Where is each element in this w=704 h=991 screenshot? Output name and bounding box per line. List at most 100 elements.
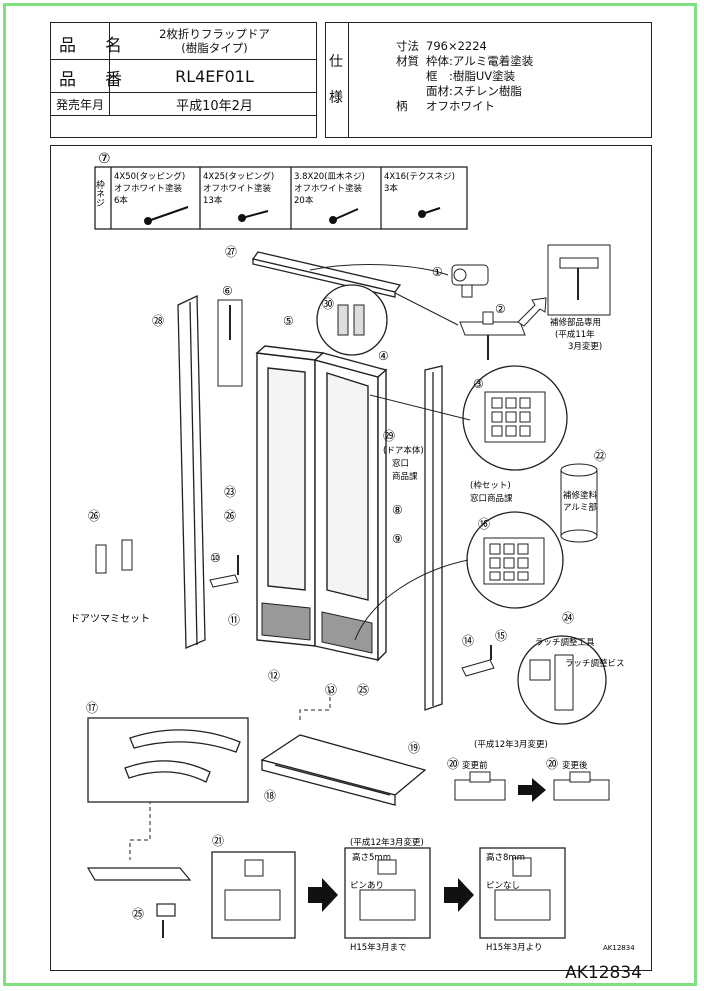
product-number-label: 品 番 xyxy=(59,70,128,90)
latch-screw-label: ラッチ調整ビス xyxy=(565,658,625,669)
screw-2-line3: 13本 xyxy=(203,195,223,206)
bottom-rail xyxy=(260,734,427,806)
part-number: ⑧ xyxy=(392,503,403,517)
small-code-label: AK12834 xyxy=(603,944,635,952)
part-number: ㉑ xyxy=(212,834,224,848)
part-number: ③ xyxy=(473,377,484,391)
screw-1-line3: 6本 xyxy=(114,195,128,206)
part-number: ⑥ xyxy=(222,284,233,298)
product-name-line2: (樹脂タイプ) xyxy=(181,41,248,55)
part-number: ⑩ xyxy=(210,551,221,565)
from-h15-label: H15年3月より xyxy=(486,942,542,953)
product-name-line1: 2枚折りフラップドア xyxy=(159,27,270,41)
part-number: ㉚ xyxy=(322,297,334,311)
screw-2-line2: オフホワイト塗装 xyxy=(203,183,272,194)
door-panels xyxy=(255,345,388,662)
detail-circle-30 xyxy=(316,284,388,356)
frame-set-window: 窓口商品課 xyxy=(470,493,513,504)
leader-lines xyxy=(129,264,471,860)
height-5mm-label: 高さ5mm xyxy=(352,852,391,863)
screw-number: ⑦ xyxy=(98,151,111,167)
part-number: ⑱ xyxy=(264,789,276,803)
screw-1-line1: 4X50(タッピング) xyxy=(114,171,185,182)
screw-side-label: 枠ネジ xyxy=(94,179,105,207)
repair-note-3: 3月変更) xyxy=(568,341,602,352)
part-number: ⑰ xyxy=(86,701,98,715)
repair-note-2: (平成11年 xyxy=(555,329,595,340)
knob-set-drawing xyxy=(95,539,133,574)
before-label: 変更前 xyxy=(462,760,488,771)
guide-after xyxy=(553,771,610,801)
paint-can xyxy=(560,463,598,543)
product-info-table: 品 名 2枚折りフラップドア (樹脂タイプ) 品 番 RL4EF01L 発売年月… xyxy=(50,22,317,138)
change-arrow xyxy=(518,778,546,802)
part-number: ④ xyxy=(378,349,389,363)
change-h12b-label: (平成12年3月変更) xyxy=(350,837,424,848)
page-border xyxy=(3,3,697,986)
repair-note-1: 補修部品専用 xyxy=(550,317,601,328)
door-louvers xyxy=(261,602,373,654)
spec-label-2: 様 xyxy=(329,90,349,106)
screw-4-line2: 3本 xyxy=(384,183,398,194)
screw-table xyxy=(94,166,468,230)
part-number: ⑯ xyxy=(478,517,490,531)
frame-set-label: (枠セット) xyxy=(470,480,511,491)
part-number: ㉒ xyxy=(594,449,606,463)
part-number: ㉔ xyxy=(562,611,574,625)
until-h15-label: H15年3月まで xyxy=(350,942,407,953)
part-number: ⑳ xyxy=(447,757,459,771)
part-number: ㉕ xyxy=(132,907,144,921)
part-number: ㉖ xyxy=(224,509,236,523)
product-name-value: 2枚折りフラップドア (樹脂タイプ) xyxy=(111,23,318,59)
part-number: ㉗ xyxy=(225,245,237,259)
part-number: ⑮ xyxy=(495,629,507,643)
door-body-label: (ドア本体) xyxy=(383,445,424,456)
change-h12-label: (平成12年3月変更) xyxy=(474,739,548,750)
spec-row: 材質枠体:アルミ電着塗装 xyxy=(396,54,534,68)
part-number: ⑭ xyxy=(462,634,474,648)
part-number: ㉙ xyxy=(383,429,395,443)
footer-code: AK12834 xyxy=(565,963,642,983)
release-value: 平成10年2月 xyxy=(176,98,253,114)
pin-yes-label: ピンあり xyxy=(350,881,384,891)
paint-label-2: アルミ部 xyxy=(563,502,597,513)
knob-set-label: ドアツマミセット xyxy=(70,613,150,625)
spec-row: 面材:スチレン樹脂 xyxy=(426,84,522,98)
part-number: ⑤ xyxy=(283,314,294,328)
spec-row: 柄オフホワイト xyxy=(396,99,495,113)
after-label: 変更後 xyxy=(562,760,588,771)
guide-before xyxy=(454,771,506,801)
part-number: ① xyxy=(432,265,443,279)
pivot-bracket xyxy=(459,311,526,360)
door-body-section: 商品課 xyxy=(392,471,418,482)
height-8mm-label: 高さ8mm xyxy=(486,852,525,863)
part-number: ㉕ xyxy=(357,683,369,697)
part-number: ⑳ xyxy=(546,757,558,771)
product-number-value: RL4EF01L xyxy=(175,66,254,86)
box-arrow-1 xyxy=(308,878,338,912)
pin-no-label: ピンなし xyxy=(486,881,520,891)
door-body-window: 窓口 xyxy=(392,458,409,469)
part-number: ⑲ xyxy=(408,741,420,755)
repair-arrow-shape xyxy=(517,297,547,327)
screw-3-line2: オフホワイト塗装 xyxy=(294,183,363,194)
runner-part xyxy=(451,264,489,298)
part-numbers: ① ② ③ ④ ⑤ ⑥ ⑧ ⑨ ⑩ ⑪ ⑫ ⑬ ⑭ ⑮ ⑯ ⑰ ⑱ ⑲ ⑳ ⑳ … xyxy=(86,245,606,921)
screw-2-line1: 4X25(タッピング) xyxy=(203,171,274,182)
screw-3-line3: 20本 xyxy=(294,195,314,206)
right-jamb xyxy=(424,365,443,711)
screw-4-line1: 4X16(テクスネジ) xyxy=(384,172,455,182)
box-arrow-2 xyxy=(444,878,474,912)
latch-tool-label: ラッチ調整工具 xyxy=(535,637,595,648)
annotations: 補修部品専用 (平成11年 3月変更) (ドア本体) 窓口 商品課 (枠セット)… xyxy=(70,317,635,953)
part-number: ② xyxy=(495,302,506,316)
part-number: ㉖ xyxy=(88,509,100,523)
part-number: ⑨ xyxy=(392,532,403,546)
part-number: ⑫ xyxy=(268,669,280,683)
part-number: ⑬ xyxy=(325,683,337,697)
paint-label-1: 補修塗料 xyxy=(563,490,598,501)
